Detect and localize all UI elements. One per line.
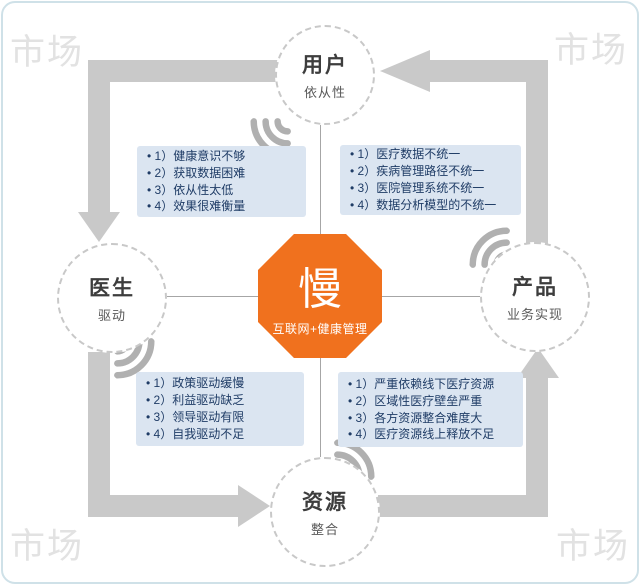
issue-item: • 1）健康意识不够 (147, 148, 246, 163)
arrow-band-left-lower (88, 352, 110, 517)
issue-item: • 1）医疗数据不统一 (350, 147, 461, 162)
node-user-label: 用户 (302, 54, 348, 77)
center-octagon: 慢 互联网+健康管理 (258, 234, 382, 358)
connector-line-top (320, 125, 321, 234)
arrow-band-left-upper (88, 60, 110, 212)
arrowhead-up-icon (517, 348, 559, 378)
arrow-band-bottom-right (378, 495, 548, 517)
node-user-sublabel: 依从性 (303, 85, 346, 100)
node-doctor: 医生 驱动 (57, 243, 167, 353)
arrowhead-down-icon (78, 212, 120, 242)
arrow-band-right-upper (526, 60, 548, 245)
watermark-bottom-right: 市场 (556, 527, 631, 566)
center-title: 慢 (298, 264, 342, 314)
issue-item: • 4）数据分析模型的不统一 (350, 197, 497, 212)
connector-line-left (167, 296, 258, 297)
issue-item: • 4）效果很难衡量 (147, 199, 246, 214)
issue-box-product: • 1）医疗数据不统一 • 2）疾病管理路径不统一 • 3）医院管理系统不统一 … (340, 145, 521, 215)
connector-line-bottom (320, 358, 321, 457)
node-resource: 资源 整合 (270, 457, 380, 567)
node-product-label: 产品 (512, 276, 558, 299)
node-user: 用户 依从性 (275, 25, 375, 125)
issue-box-resource: • 1）严重依赖线下医疗资源 • 2）区域性医疗壁垒严重 • 3）各方资源整合难… (338, 372, 523, 447)
issue-item: • 4）医疗资源线上释放不足 (348, 427, 495, 442)
arrowhead-left-icon (380, 50, 430, 92)
issue-item: • 2）获取数据困难 (147, 165, 246, 180)
node-resource-sublabel: 整合 (310, 522, 339, 537)
issue-item: • 3）各方资源整合难度大 (348, 410, 483, 425)
arrowhead-right-icon (238, 485, 270, 527)
node-doctor-label: 医生 (89, 277, 135, 300)
center-subtitle: 互联网+健康管理 (272, 321, 368, 336)
arrow-band-right-lower (526, 378, 548, 517)
arrow-band-top-left (88, 60, 290, 82)
issue-item: • 1）严重依赖线下医疗资源 (348, 376, 495, 391)
node-doctor-sublabel: 驱动 (97, 308, 126, 323)
issue-box-doctor: • 1）政策驱动缓慢 • 2）利益驱动缺乏 • 3）领导驱动有限 • 4）自我驱… (136, 372, 304, 446)
issue-item: • 3）依从性太低 (147, 182, 234, 197)
connector-line-right (382, 296, 480, 297)
node-product: 产品 业务实现 (480, 242, 590, 352)
node-resource-label: 资源 (302, 491, 348, 514)
watermark-top-left: 市场 (10, 33, 85, 72)
issue-item: • 3）医院管理系统不统一 (350, 181, 485, 195)
issue-box-user: • 1）健康意识不够 • 2）获取数据困难 • 3）依从性太低 • 4）效果很难… (137, 146, 306, 217)
watermark-top-right: 市场 (554, 31, 629, 70)
arrow-band-top-right (428, 60, 548, 82)
watermark-bottom-left: 市场 (10, 527, 85, 566)
issue-item: • 2）疾病管理路径不统一 (350, 164, 485, 179)
issue-item: • 4）自我驱动不足 (146, 426, 245, 441)
issue-item: • 1）政策驱动缓慢 (146, 376, 245, 391)
arrow-band-bottom-left (88, 495, 240, 517)
issue-item: • 2）利益驱动缺乏 (146, 393, 245, 408)
issue-item: • 3）领导驱动有限 (146, 410, 245, 424)
node-product-sublabel: 业务实现 (506, 307, 563, 322)
issue-item: • 2）区域性医疗壁垒严重 (348, 393, 483, 408)
